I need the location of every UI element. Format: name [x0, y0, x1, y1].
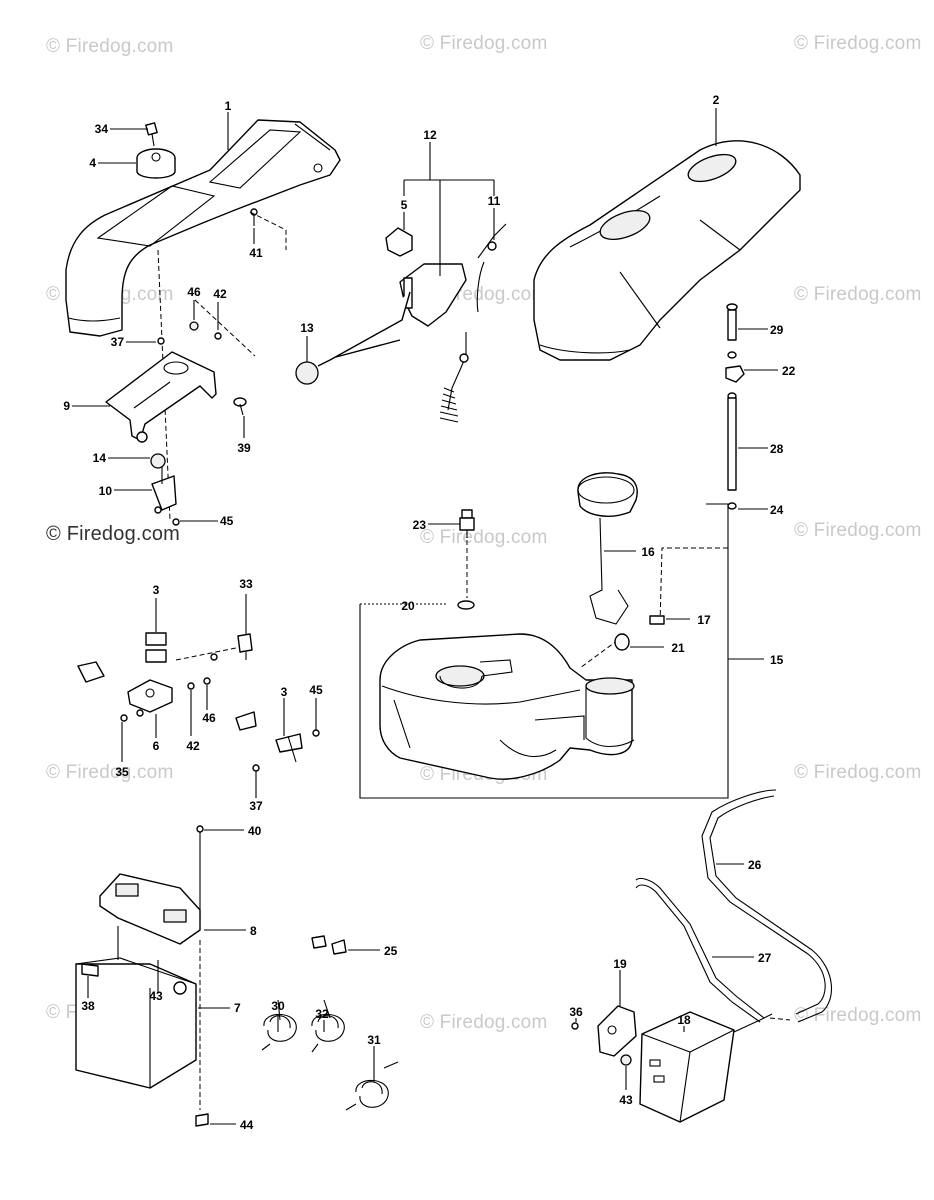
grommet-21-part: [614, 633, 630, 651]
watermark: © Firedog.com: [794, 520, 922, 541]
callout-42b: 42: [186, 739, 200, 753]
lever-part: [150, 453, 180, 526]
watermark: © Firedog.com: [46, 762, 174, 783]
callout-43a: 43: [149, 989, 163, 1003]
callout-27: 27: [758, 951, 772, 965]
callout-43b: 43: [619, 1093, 633, 1107]
watermark: © Firedog.com: [420, 527, 548, 548]
callout-11: 11: [488, 194, 501, 208]
bolt-39-part: [233, 397, 247, 416]
callout-5: 5: [401, 198, 408, 212]
left-fender-part: [65, 119, 341, 337]
callout-10: 10: [99, 484, 113, 498]
callout-35: 35: [115, 765, 129, 779]
bracket-9-part: [105, 351, 217, 443]
watermark: © Firedog.com: [794, 284, 922, 305]
callout-3b: 3: [281, 685, 288, 699]
callout-42a: 42: [213, 287, 227, 301]
watermark: © Firedog.com: [420, 33, 548, 54]
battery-part: [75, 825, 209, 1127]
callout-24: 24: [770, 503, 784, 517]
key-switch-part: [136, 122, 176, 179]
valve-23-part: [459, 509, 475, 538]
leader-lines: [72, 108, 778, 1125]
callout-9: 9: [63, 399, 70, 413]
callout-6: 6: [153, 739, 160, 753]
callout-45a: 45: [220, 514, 234, 528]
callout-44: 44: [240, 1118, 254, 1132]
callout-3a: 3: [153, 583, 160, 597]
watermark: © Firedog.com: [794, 33, 922, 54]
callout-32: 32: [315, 1007, 329, 1021]
callout-labels: 1 2 34 4 12 5 11 41 46 42 13 29 37 22 9 …: [63, 93, 795, 1132]
callout-23: 23: [413, 518, 427, 532]
fuel-cap-part: [577, 472, 638, 625]
callout-8: 8: [250, 924, 257, 938]
callout-34: 34: [95, 122, 109, 136]
callout-30: 30: [271, 999, 285, 1013]
callout-36: 36: [569, 1005, 583, 1019]
callout-40: 40: [248, 824, 262, 838]
callout-19: 19: [613, 957, 627, 971]
callout-31: 31: [367, 1033, 381, 1047]
electrical-parts: [77, 632, 320, 786]
cables-part: [261, 935, 399, 1111]
watermark: © Firedog.com: [46, 36, 174, 57]
watermark: © Firedog.com: [794, 1005, 922, 1026]
canister-part: [571, 1005, 773, 1123]
right-fender-part: [533, 140, 801, 361]
callout-1: 1: [225, 99, 232, 113]
callout-21: 21: [671, 641, 685, 655]
fitting-17-part: [649, 615, 665, 625]
hoses-part: [635, 789, 833, 1023]
callout-41: 41: [249, 246, 263, 260]
callout-28: 28: [770, 442, 784, 456]
callout-46b: 46: [202, 711, 216, 725]
small-nuts-part: [157, 321, 222, 345]
callout-46a: 46: [187, 285, 201, 299]
callout-38: 38: [81, 999, 95, 1013]
callout-7: 7: [234, 1001, 241, 1015]
callout-26: 26: [748, 858, 762, 872]
callout-17: 17: [697, 613, 711, 627]
fuel-tank-part: [379, 633, 635, 780]
callout-14: 14: [93, 451, 107, 465]
callout-18: 18: [677, 1013, 691, 1027]
watermark-main: © Firedog.com: [46, 523, 181, 545]
callout-29: 29: [770, 323, 784, 337]
callout-15: 15: [770, 653, 784, 667]
watermark: © Firedog.com: [420, 1012, 548, 1033]
gasket-20-part: [457, 600, 475, 610]
callout-22: 22: [782, 364, 796, 378]
callout-37b: 37: [249, 799, 263, 813]
callout-33: 33: [239, 577, 253, 591]
callout-20: 20: [401, 599, 415, 613]
callout-12: 12: [423, 128, 437, 142]
watermark: © Firedog.com: [794, 762, 922, 783]
screw-41-part: [250, 208, 258, 226]
vent-tube-part: [725, 303, 745, 510]
callout-4: 4: [89, 156, 96, 170]
callout-45b: 45: [309, 683, 323, 697]
callout-37a: 37: [111, 335, 125, 349]
callout-25: 25: [384, 944, 398, 958]
callout-39: 39: [237, 441, 251, 455]
callout-16: 16: [641, 545, 655, 559]
throttle-assembly-part: [295, 223, 507, 423]
callout-13: 13: [300, 321, 314, 335]
callout-2: 2: [713, 93, 720, 107]
